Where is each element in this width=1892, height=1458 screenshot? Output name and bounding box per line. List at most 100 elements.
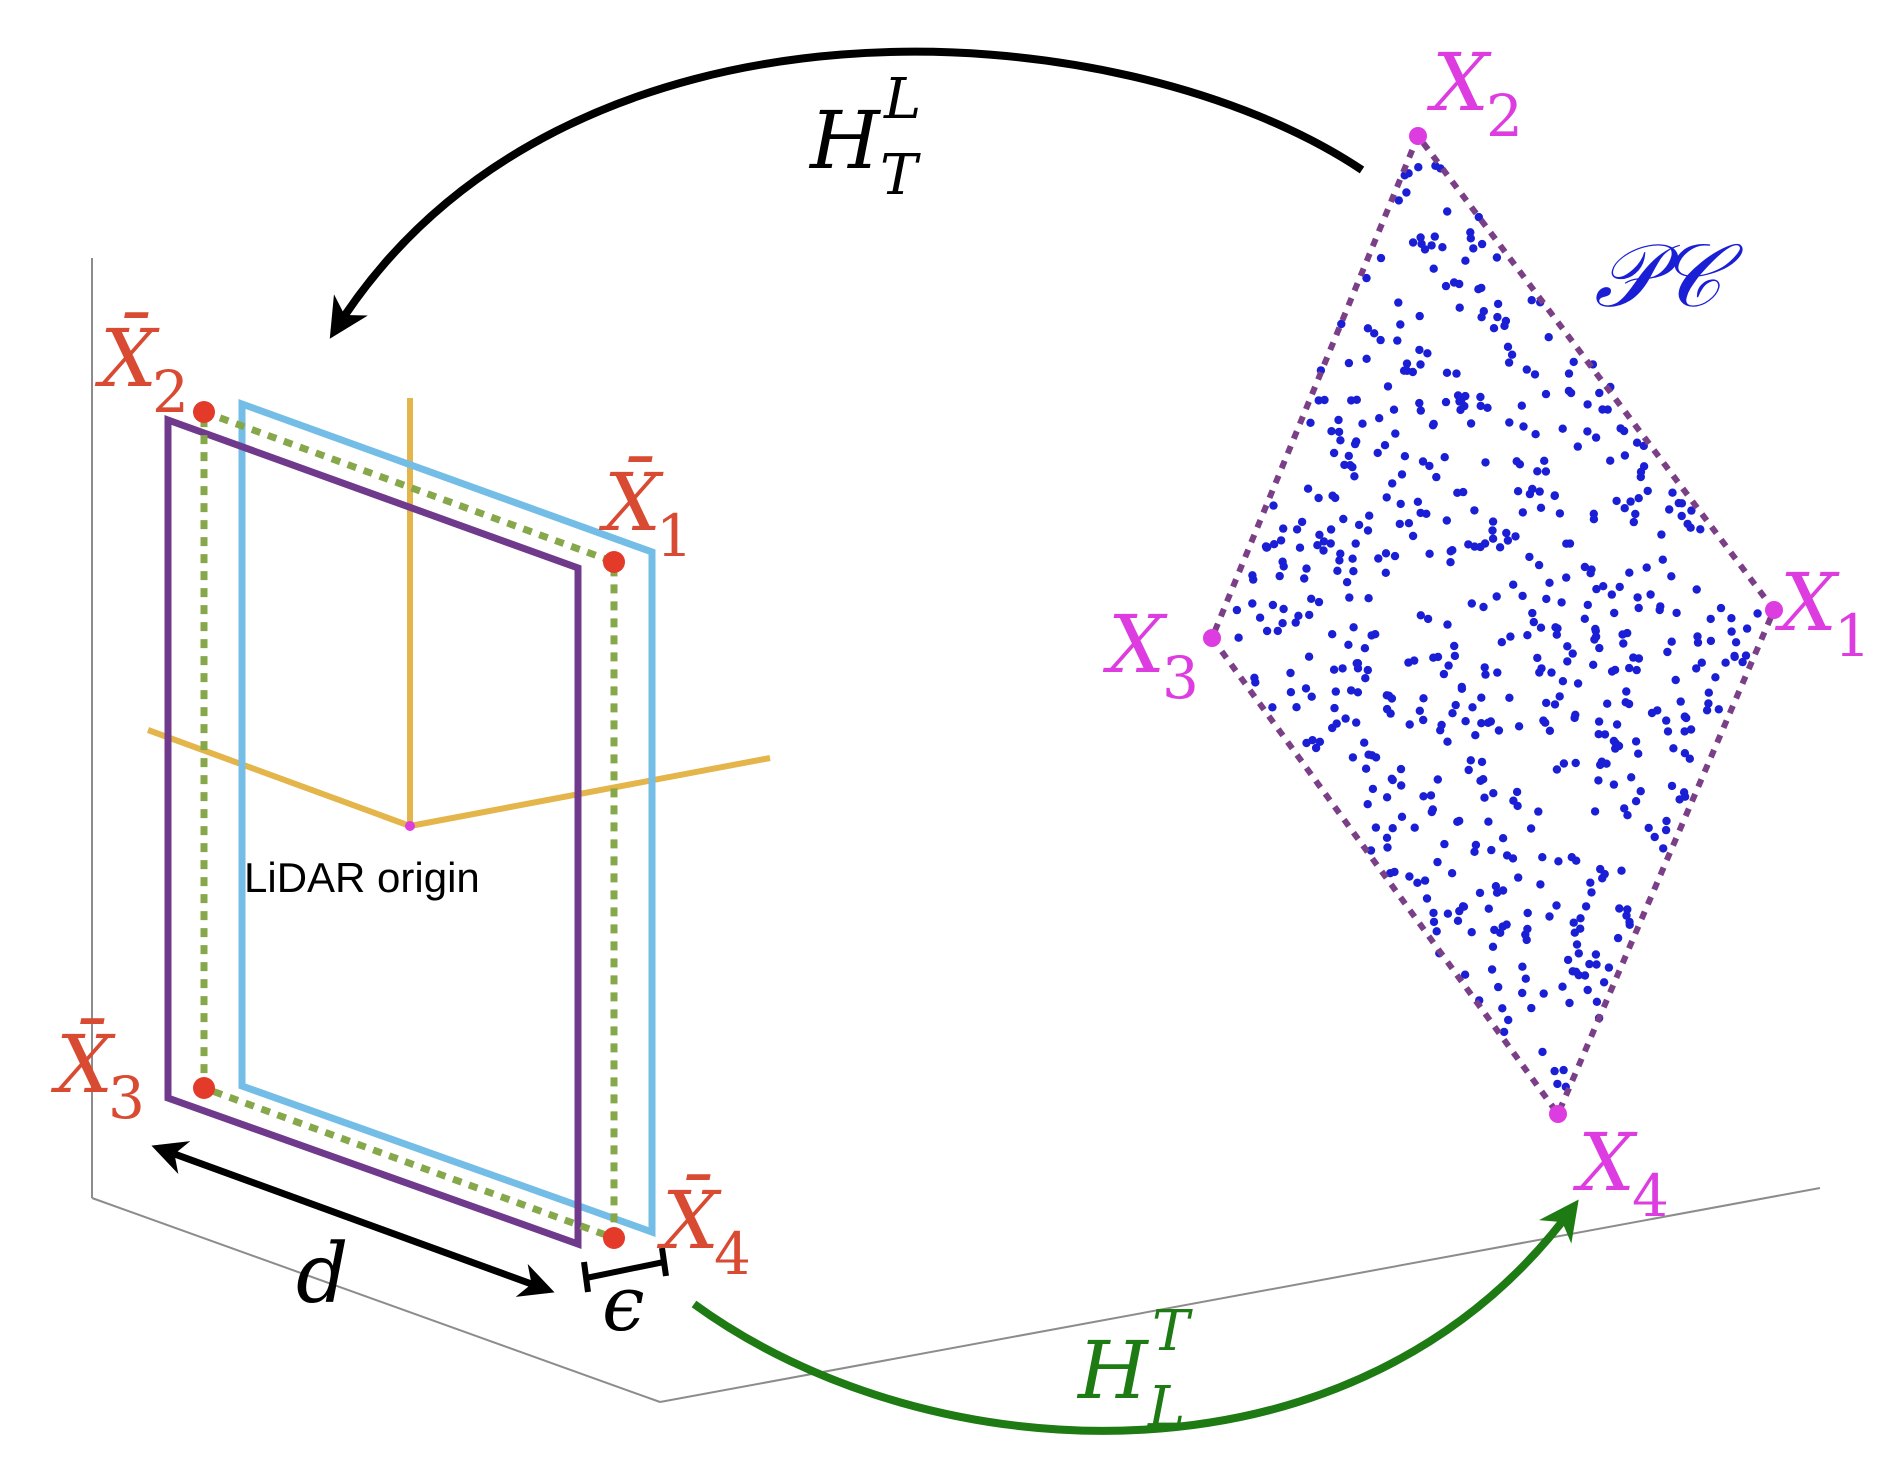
point-cloud-point (1585, 959, 1594, 969)
point-cloud-point (1396, 499, 1405, 509)
point-cloud-point (1305, 610, 1314, 620)
point-cloud-point (1295, 543, 1305, 552)
point-cloud-point (1415, 345, 1424, 355)
point-cloud-point (1467, 928, 1476, 937)
point-cloud-point (1659, 844, 1668, 853)
point-cloud-point (1592, 960, 1601, 969)
point-cloud-point (1581, 902, 1591, 911)
point-cloud-point (1416, 406, 1426, 415)
point-cloud-point (1730, 651, 1739, 661)
point-cloud-point (1706, 636, 1716, 646)
point-cloud-point (1396, 764, 1406, 774)
point-cloud-point (1741, 651, 1751, 660)
epsilon-label: ϵ (602, 1259, 645, 1348)
point-cloud-point (1410, 823, 1419, 832)
point-cloud-point (1676, 697, 1685, 706)
point-cloud-point (1477, 757, 1487, 767)
point-cloud-point (1519, 422, 1528, 431)
point-cloud-point (1683, 519, 1692, 529)
point-cloud-point (1583, 985, 1592, 995)
template-corner-3-sub: 3 (108, 1064, 145, 1132)
point-cloud-point (1555, 509, 1565, 518)
point-cloud-point (1413, 497, 1423, 506)
point-cloud-point (1542, 698, 1551, 708)
point-cloud-point (1292, 703, 1301, 712)
point-cloud-point (1336, 549, 1345, 558)
point-cloud-point (1573, 679, 1583, 688)
point-cloud-point (1350, 472, 1359, 481)
point-cloud-point (1307, 692, 1316, 701)
point-cloud-point (1742, 624, 1752, 633)
point-cloud-point (1580, 971, 1590, 980)
point-cloud-point (1567, 853, 1577, 862)
lidar-axis-left (146, 727, 412, 829)
point-cloud-point (1330, 703, 1339, 713)
point-cloud-point (1262, 543, 1271, 552)
point-cloud-point (1521, 974, 1531, 983)
point-cloud-point (1422, 509, 1431, 518)
point-cloud-point (1494, 982, 1503, 992)
point-cloud-point (1438, 243, 1447, 252)
h-bottom-sub: L (1147, 1375, 1185, 1440)
point-cloud-point (1623, 905, 1632, 914)
point-cloud-point (1692, 664, 1701, 673)
point-cloud-point (1479, 602, 1488, 612)
point-cloud-point (1643, 486, 1652, 496)
point-cloud-point (1587, 565, 1596, 574)
point-cloud-point (1629, 653, 1638, 662)
lidar-axes (146, 398, 771, 829)
point-cloud-point (1632, 438, 1642, 447)
point-cloud-point (1541, 718, 1550, 727)
point-cloud-point (1382, 691, 1392, 700)
h-top-sup: L (883, 67, 921, 132)
point-cloud-point (1650, 832, 1659, 842)
point-cloud-point (1634, 494, 1643, 503)
point-cloud-point (1273, 626, 1283, 636)
template-corner-dot-2 (193, 401, 215, 423)
point-cloud-point (1528, 608, 1537, 618)
point-cloud-point (1306, 418, 1315, 427)
point-cloud-point (1592, 997, 1602, 1006)
point-cloud-point (1487, 965, 1497, 974)
point-cloud-point (1559, 1065, 1568, 1075)
point-cloud-point (1483, 403, 1492, 412)
point-cloud-point (1442, 368, 1452, 377)
point-cloud-point (1367, 631, 1376, 640)
point-cloud-point (1711, 673, 1720, 682)
point-cloud-point (1414, 163, 1423, 172)
template-corner-dot-4 (603, 1227, 625, 1249)
point-cloud-point (1313, 541, 1322, 550)
point-cloud-point (1702, 706, 1712, 715)
point-cloud-point (1336, 436, 1345, 445)
point-cloud-point (1721, 658, 1730, 667)
point-cloud-point (1461, 391, 1470, 401)
point-cloud-point (1376, 253, 1386, 263)
point-cloud-point (1450, 641, 1459, 651)
point-cloud-point (1368, 784, 1378, 794)
point-cloud-point (1364, 594, 1373, 603)
point-cloud-point (1405, 720, 1414, 729)
template-corner-3-base: X̄ (50, 1017, 116, 1111)
point-cloud-point (1380, 441, 1390, 450)
point-cloud-point (1646, 590, 1655, 599)
point-cloud-point (1408, 238, 1418, 247)
point-cloud-point (1511, 532, 1520, 541)
purple-frame (164, 415, 582, 1249)
point-cloud-point (1366, 846, 1376, 855)
point-cloud-point (1528, 484, 1537, 494)
point-cloud-point (1400, 452, 1410, 461)
point-cloud-point (1550, 700, 1560, 709)
point-cloud-point (1302, 738, 1311, 748)
point-cloud-point (1234, 633, 1243, 642)
point-cloud-point (1509, 580, 1518, 589)
pc-corner-dot-4 (1549, 1105, 1567, 1123)
point-cloud-point (1387, 774, 1397, 783)
lidar-origin-label: LiDAR origin (244, 854, 480, 901)
point-cloud-point (1576, 914, 1585, 923)
point-cloud-point (1716, 603, 1726, 613)
point-cloud-point (1559, 759, 1569, 768)
point-cloud-point (1275, 571, 1284, 581)
point-cloud-point (1580, 562, 1590, 572)
point-cloud-point (1693, 638, 1703, 647)
point-cloud-point (1727, 627, 1736, 636)
